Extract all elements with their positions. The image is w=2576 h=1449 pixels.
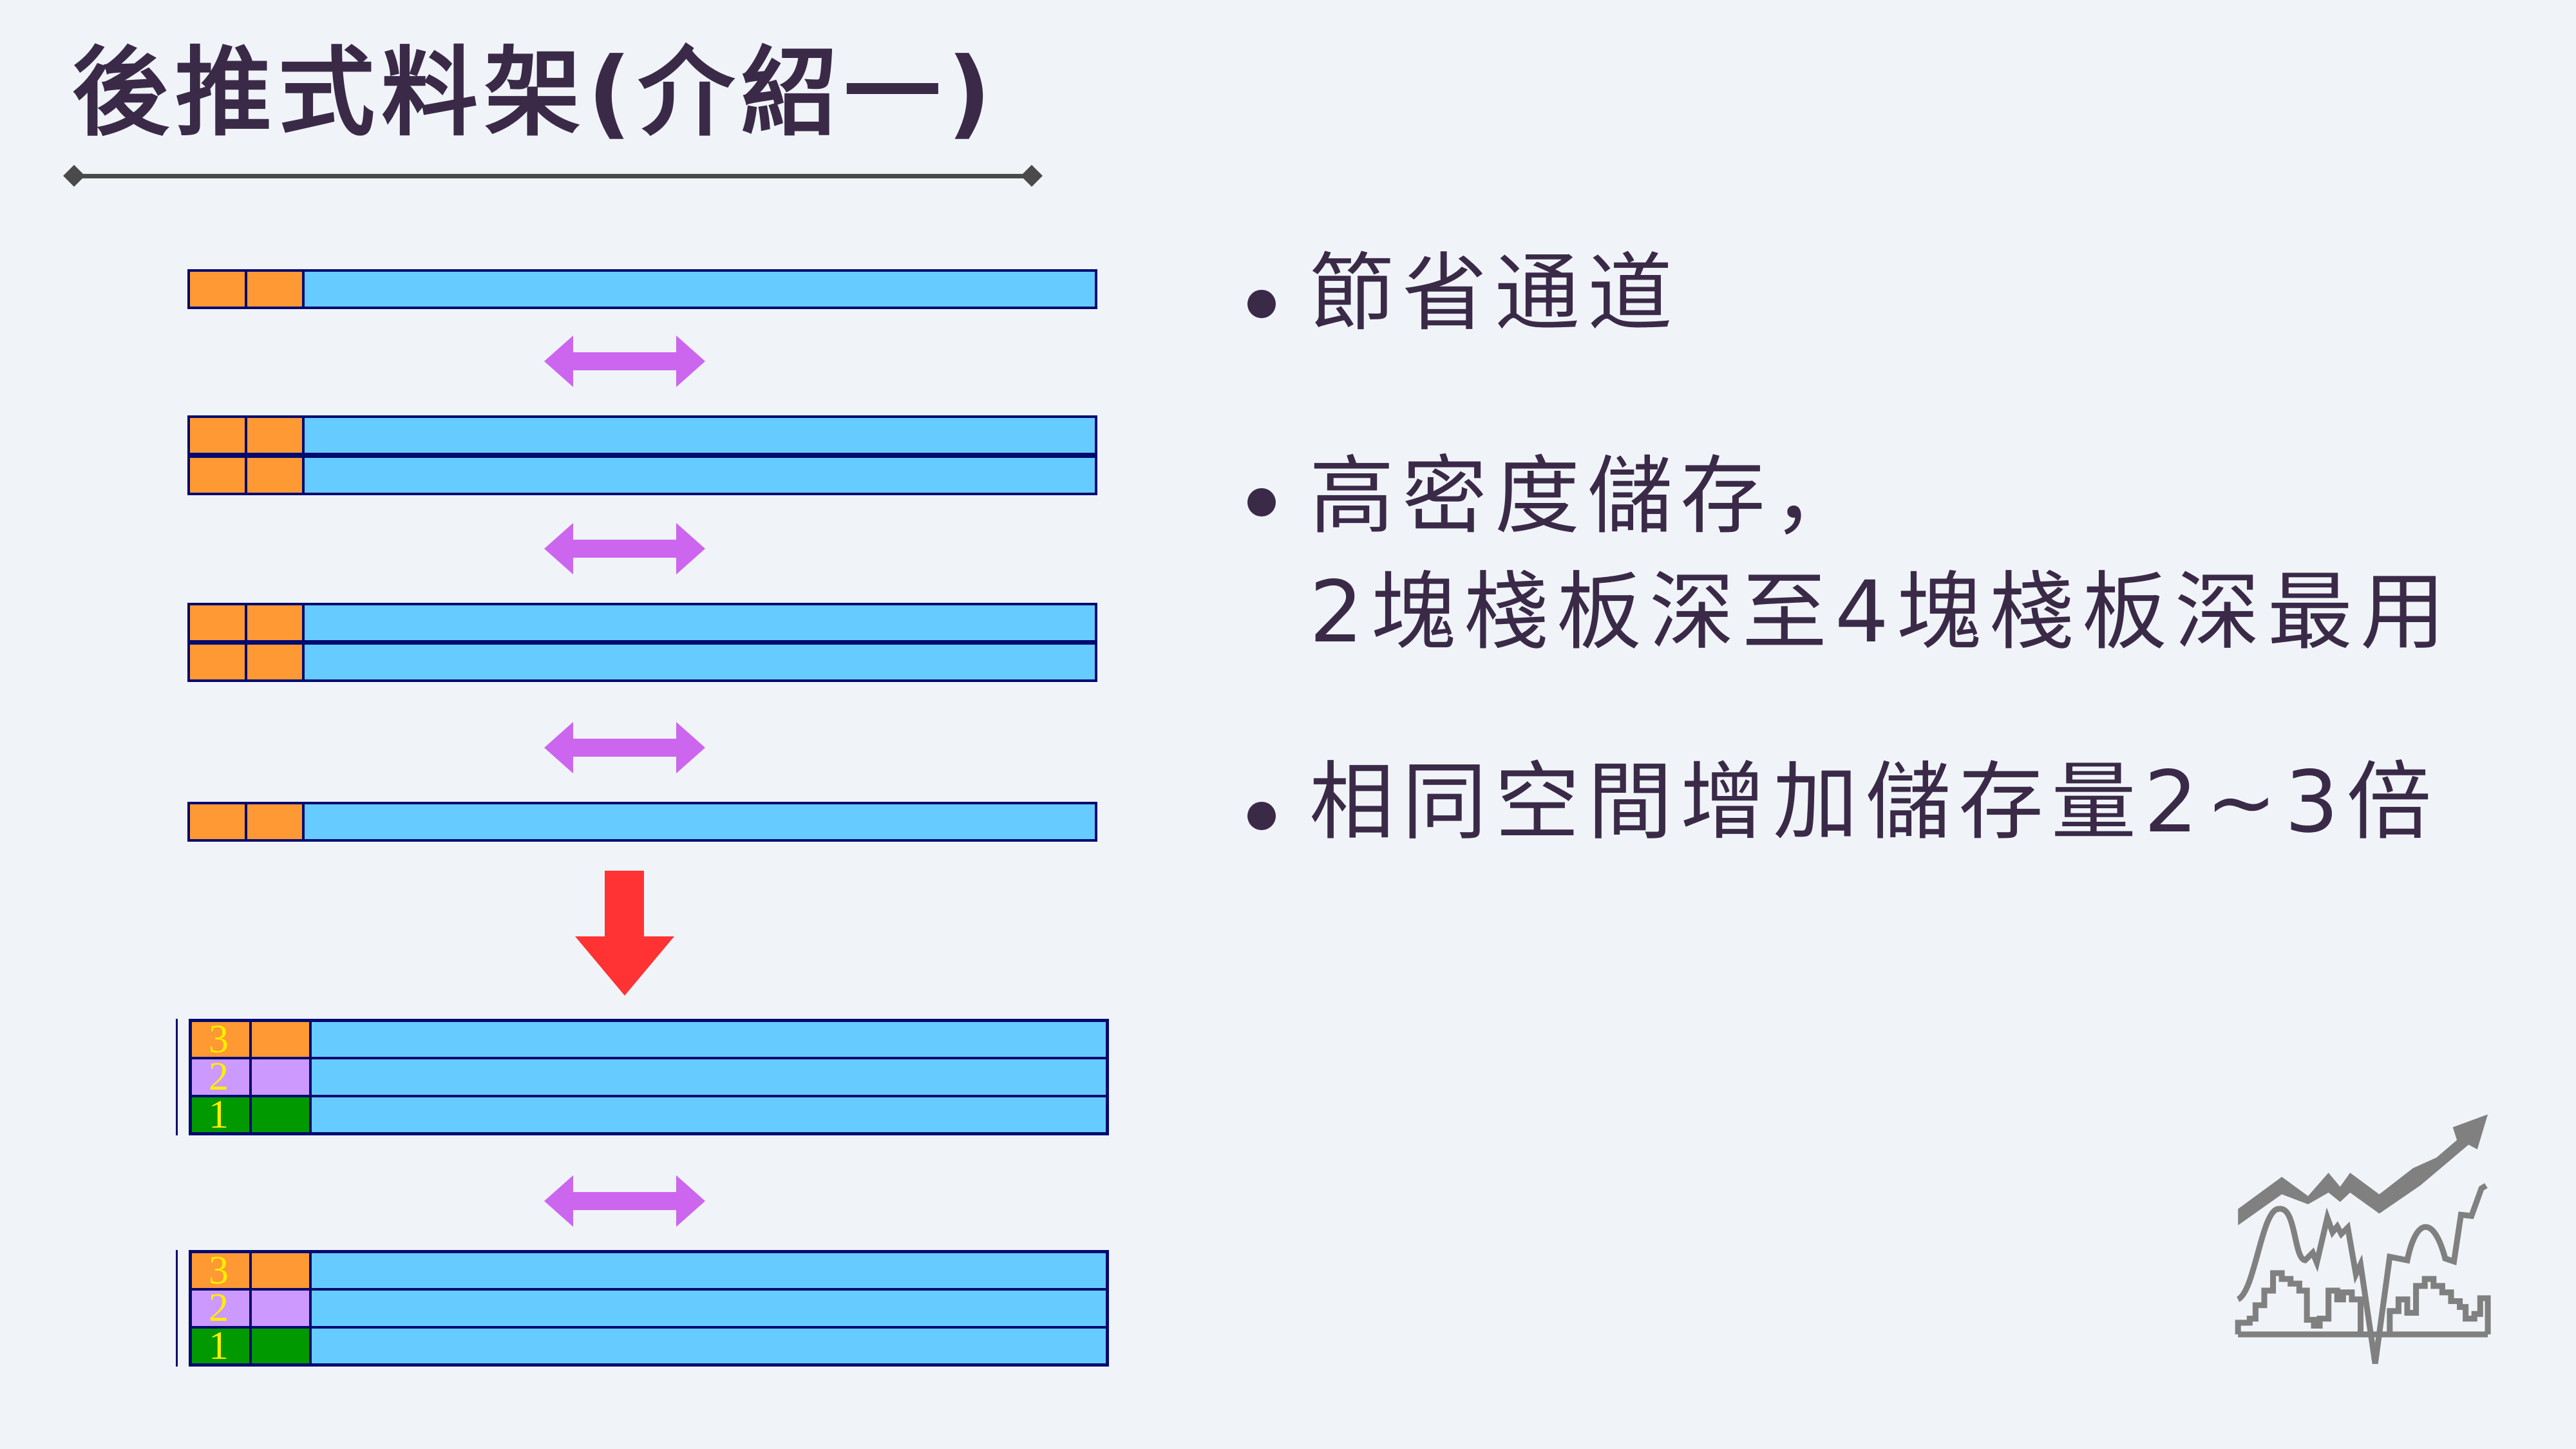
rack-upright bbox=[176, 1019, 178, 1135]
pushback-stack-1: 3 2 1 bbox=[189, 1019, 1109, 1135]
bullet-3: 相同空間增加儲存量2~3倍 bbox=[1309, 753, 2439, 852]
stock-chart-rising-icon bbox=[2235, 1114, 2491, 1365]
underline-diamond-right bbox=[1021, 165, 1043, 187]
bullet-1: 節省通道 bbox=[1309, 244, 1680, 343]
bullet-2-line-1: 高密度儲存， bbox=[1309, 447, 1866, 546]
rack-lane-single-1 bbox=[187, 269, 1097, 309]
pushback-stack-2: 3 2 1 bbox=[189, 1250, 1109, 1367]
underline-diamond-left bbox=[63, 165, 85, 187]
double-arrow-icon bbox=[544, 722, 705, 773]
slide-title: 後推式料架(介紹一) bbox=[72, 37, 998, 149]
bullet-dot bbox=[1247, 802, 1276, 830]
double-arrow-icon bbox=[544, 336, 705, 387]
double-arrow-icon bbox=[544, 523, 705, 574]
bullet-dot bbox=[1247, 290, 1276, 318]
level-label: 2 bbox=[192, 1288, 249, 1329]
level-label: 1 bbox=[192, 1094, 249, 1135]
level-label: 1 bbox=[192, 1325, 249, 1366]
level-label: 3 bbox=[192, 1019, 249, 1059]
rack-lane-double-2a bbox=[187, 603, 1097, 643]
rack-upright bbox=[176, 1250, 178, 1367]
bullet-dot bbox=[1247, 488, 1276, 516]
down-arrow-icon bbox=[575, 871, 674, 996]
rack-lane-double-1b bbox=[187, 455, 1097, 495]
bullet-2-line-2: 2塊棧板深至4塊棧板深最用 bbox=[1309, 563, 2453, 662]
title-underline bbox=[74, 174, 1032, 178]
double-arrow-icon bbox=[544, 1175, 705, 1227]
rack-lane-double-2b bbox=[187, 642, 1097, 682]
level-label: 3 bbox=[192, 1251, 249, 1291]
level-label: 2 bbox=[192, 1057, 249, 1097]
rack-lane-double-1a bbox=[187, 415, 1097, 455]
rack-lane-single-2 bbox=[187, 802, 1097, 842]
